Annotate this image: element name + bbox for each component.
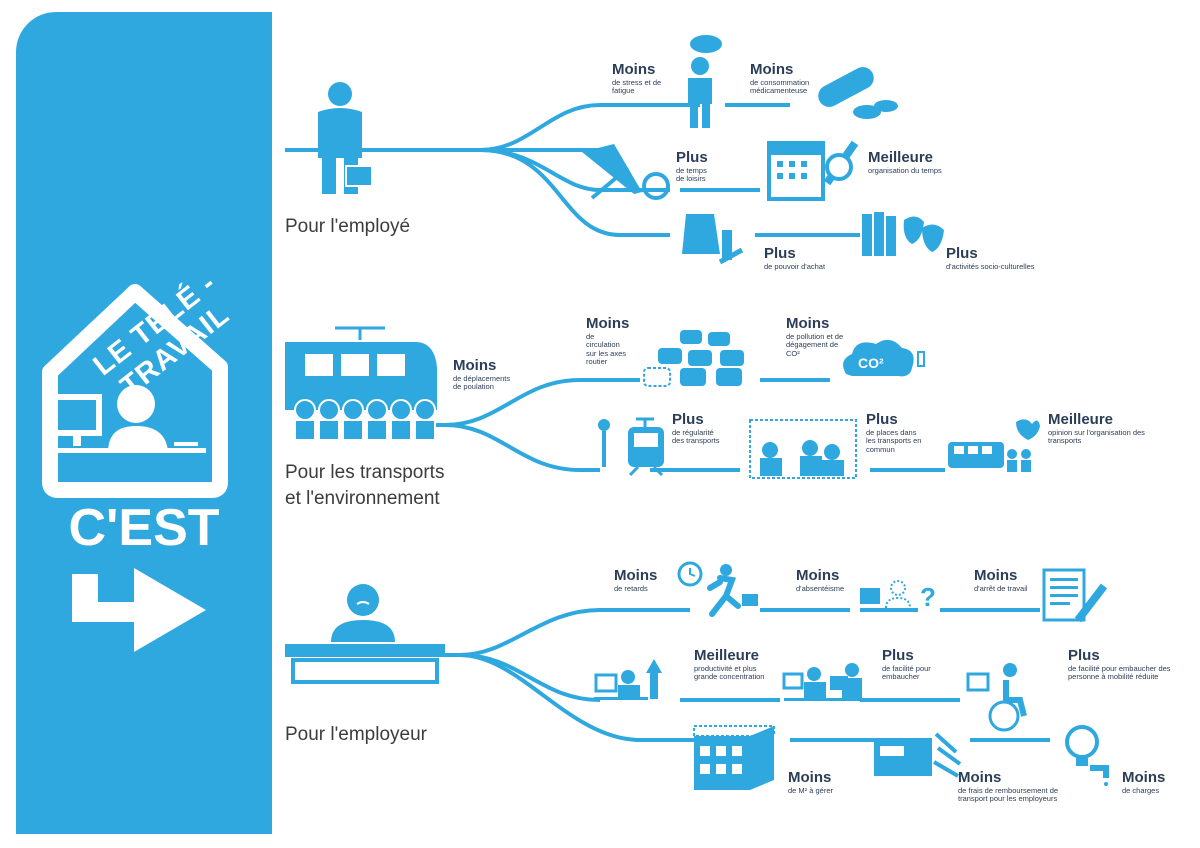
benefit-head: Moins <box>453 357 497 374</box>
benefit-more-seats: Plus de places dans les transports en co… <box>866 411 922 454</box>
benefit-more-purchasing: Plus de pouvoir d'achat <box>764 245 854 271</box>
benefit-sub: de régularité des transports <box>672 427 720 446</box>
sidebar-subtitle: C'EST <box>68 499 220 557</box>
benefit-head: Meilleure <box>1048 411 1114 428</box>
benefit-sub: de temps de loisirs <box>676 165 707 184</box>
benefit-sub: de pollution et de dégagement de CO² <box>786 331 844 358</box>
beach-chair-icon <box>582 144 670 200</box>
bus-heart-icon <box>948 419 1040 472</box>
svg-text:CO²: CO² <box>858 355 884 371</box>
group-title-employee: Pour l'employé <box>285 214 410 240</box>
benefit-head: Plus <box>672 411 704 428</box>
benefit-head: Moins <box>1122 769 1166 786</box>
group-title-employer: Pour l'employeur <box>285 722 427 748</box>
hiring-icon <box>782 663 862 701</box>
benefit-more-activities: Plus d'activités socio-culturelles <box>946 245 1056 271</box>
co2-cloud-icon: CO² <box>843 339 925 377</box>
benefit-sub: d'activités socio-culturelles <box>946 261 1035 271</box>
benefit-sub: de déplacements de poulation <box>453 373 511 392</box>
svg-text:?: ? <box>920 582 936 612</box>
benefit-head: Plus <box>882 647 914 664</box>
benefit-sub: d'absentéisme <box>796 583 845 593</box>
boss-desk-icon <box>285 584 445 684</box>
stressed-person-icon <box>688 35 722 128</box>
group-title-line: Pour les transports <box>285 462 445 483</box>
calendar-watch-icon <box>767 140 859 201</box>
benefit-less-absenteeism: Moins d'absentéisme <box>796 567 845 593</box>
benefit-head: Moins <box>612 61 656 78</box>
benefit-less-delays: Moins de retards <box>614 567 658 593</box>
benefit-head: Meilleure <box>694 647 760 664</box>
wheelchair-icon <box>966 663 1027 732</box>
benefit-less-stress: Moins de stress et de fatigue <box>612 61 672 96</box>
bulb-tap-icon <box>1065 725 1109 786</box>
group-title-line: Pour l'employé <box>285 216 411 237</box>
benefit-head: Moins <box>750 61 794 78</box>
benefit-head: Moins <box>586 315 630 332</box>
benefit-sub: de stress et de fatigue <box>612 77 662 96</box>
benefit-less-sick-leave: Moins d'arrêt de travail <box>974 567 1028 593</box>
benefit-head: Moins <box>788 769 832 786</box>
benefit-more-regularity: Plus de régularité des transports <box>672 411 726 446</box>
businessman-icon <box>318 82 373 194</box>
group-title-transport: Pour les transports et l'environnement <box>285 460 444 511</box>
benefit-less-office-space: Moins de M² à gérer <box>788 769 834 795</box>
benefit-easier-hiring: Plus de facilité pour embaucher <box>882 647 946 682</box>
benefit-better-time: Meilleure organisation du temps <box>868 149 958 175</box>
benefit-sub: de charges <box>1122 785 1160 795</box>
benefit-less-pollution: Moins de pollution et de dégagement de C… <box>786 315 848 358</box>
benefit-sub: de M² à gérer <box>788 785 834 795</box>
benefit-less-transport-costs: Moins de frais de remboursement de trans… <box>958 769 1070 804</box>
benefit-sub: de facilité pour embaucher des personne … <box>1068 663 1171 682</box>
benefit-less-medication: Moins de consommation médicamenteuse <box>750 61 822 96</box>
benefit-head: Moins <box>958 769 1002 786</box>
benefit-less-traffic: Moins de circulation sur les axes routie… <box>586 315 630 366</box>
benefit-sub: de circulation sur les axes routier <box>586 331 627 366</box>
benefit-head: Plus <box>764 245 796 262</box>
shopping-bag-icon <box>682 214 744 265</box>
benefit-less-charges: Moins de charges <box>1122 769 1166 795</box>
benefit-sub: de retards <box>614 583 648 593</box>
sidebar-panel: LE TÉLÉ - TRAVAIL C'EST <box>16 12 272 834</box>
benefit-head: Meilleure <box>868 149 934 166</box>
benefit-head: Plus <box>1068 647 1100 664</box>
train-crowd-icon <box>285 326 437 441</box>
benefit-more-leisure: Plus de temps de loisirs <box>676 149 716 184</box>
group-title-line: Pour l'employeur <box>285 724 427 745</box>
benefit-disabled-hiring: Plus de facilité pour embaucher des pers… <box>1068 647 1180 682</box>
transport-cards-icon <box>874 732 962 778</box>
productivity-icon <box>594 659 662 700</box>
benefit-sub: de facilité pour embaucher <box>882 663 931 682</box>
benefit-sub: opinion sur l'organisation des transport… <box>1048 427 1145 446</box>
benefit-sub: de consommation médicamenteuse <box>750 77 810 96</box>
benefit-sub: d'arrêt de travail <box>974 583 1028 593</box>
benefit-sub: de places dans les transports en commun <box>866 427 922 454</box>
tram-icon <box>598 417 664 477</box>
benefit-head: Moins <box>614 567 658 584</box>
telework-house-icon <box>42 284 228 652</box>
absent-desk-icon: ? <box>860 580 936 612</box>
benefit-head: Moins <box>786 315 830 332</box>
building-icon <box>693 725 775 790</box>
benefit-sub: productivité et plus grande concentratio… <box>694 663 765 682</box>
sick-note-icon <box>1042 568 1108 623</box>
pills-icon <box>818 67 898 119</box>
bus-seats-icon <box>749 419 857 479</box>
benefit-less-travel: Moins de déplacements de poulation <box>453 357 517 392</box>
benefit-head: Plus <box>946 245 978 262</box>
benefit-better-opinion: Meilleure opinion sur l'organisation des… <box>1048 411 1146 446</box>
benefit-head: Moins <box>796 567 840 584</box>
benefit-sub: de frais de remboursement de transport p… <box>958 785 1059 804</box>
benefit-head: Plus <box>866 411 898 428</box>
benefit-sub: organisation du temps <box>868 165 942 175</box>
benefit-head: Plus <box>676 149 708 166</box>
benefit-sub: de pouvoir d'achat <box>764 261 826 271</box>
benefit-better-productivity: Meilleure productivité et plus grande co… <box>694 647 766 682</box>
traffic-jam-icon <box>643 330 744 387</box>
group-title-line: et l'environnement <box>285 487 440 509</box>
running-late-icon <box>677 561 758 617</box>
benefit-head: Moins <box>974 567 1018 584</box>
books-masks-icon <box>862 212 944 256</box>
